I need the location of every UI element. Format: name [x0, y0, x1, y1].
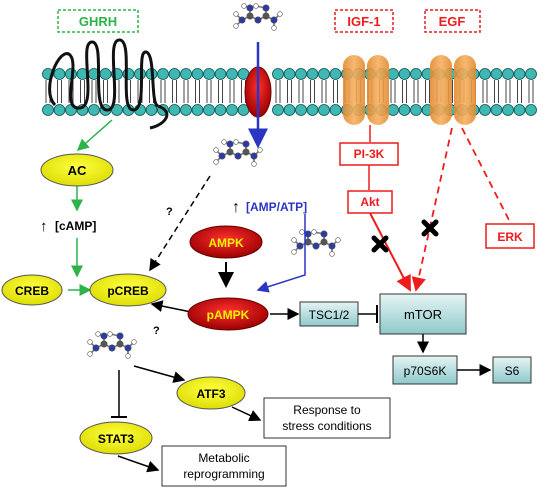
arrow-egf-mtor — [411, 127, 453, 292]
atf3-node: ATF3 — [176, 376, 246, 410]
stress-line-1: Response to — [293, 403, 361, 417]
stress-response-box: Response to stress conditions — [263, 397, 391, 439]
metabolic-line-1: Metabolic — [198, 451, 249, 465]
pampk-node: pAMPK — [187, 297, 269, 331]
mtor-node: mTOR — [379, 293, 467, 335]
stat3-label: STAT3 — [98, 432, 135, 446]
s6-label: S6 — [505, 364, 520, 378]
p70s6k-label: p70S6K — [404, 364, 447, 378]
arrow-metformin-pcreb — [149, 175, 211, 272]
arrow-ghrh-ac — [76, 119, 113, 151]
ghrh-label: GHRH — [79, 14, 117, 29]
metformin-molecule-icon — [213, 139, 263, 167]
creb-label: CREB — [15, 284, 49, 298]
s6-node: S6 — [492, 356, 532, 384]
tsc-node: TSC1/2 — [299, 301, 359, 327]
arrow-akt-mtor — [369, 212, 411, 292]
igf1-label: IGF-1 — [347, 14, 380, 29]
pcreb-label: pCREB — [107, 284, 149, 298]
ghrh-receptor-coil — [48, 38, 169, 130]
arrow-stat3-metabolic — [117, 455, 160, 473]
camp-label: [cAMP] — [55, 219, 96, 233]
amp-atp-label: [AMP/ATP] — [246, 200, 307, 214]
pampk-label: pAMPK — [207, 308, 250, 322]
erk-label: ERK — [497, 230, 523, 244]
akt-node: Akt — [347, 190, 393, 214]
blocked-x-icon — [421, 219, 439, 237]
creb-node: CREB — [1, 274, 63, 306]
erk-node: ERK — [485, 223, 535, 249]
arrow-ampatp-pampk — [256, 214, 306, 293]
ac-node: AC — [40, 153, 114, 187]
arrow-atf3-stress — [231, 406, 262, 422]
blocked-x-icon — [371, 235, 389, 253]
pi3k-node: PI-3K — [339, 142, 399, 166]
ampk-node: AMPK — [189, 225, 263, 259]
egf-receptor: EGF — [424, 9, 481, 125]
akt-label: Akt — [360, 195, 379, 209]
metformin-molecule-icon — [233, 3, 283, 31]
pi3k-label: PI-3K — [354, 147, 385, 161]
metabolic-line-2: reprogramming — [183, 467, 264, 481]
ac-label: AC — [68, 163, 87, 178]
arrow-metformin-atf3 — [133, 365, 186, 383]
question-mark-2: ? — [153, 325, 160, 337]
igf1-receptor: IGF-1 — [334, 9, 394, 125]
atf3-label: ATF3 — [196, 387, 225, 401]
line-egf-erk — [461, 127, 511, 223]
ghrh-label-box: GHRH — [57, 9, 139, 33]
tsc-label: TSC1/2 — [309, 308, 350, 322]
camp-up-arrow: ↑ — [40, 218, 48, 235]
egf-label: EGF — [439, 14, 466, 29]
question-mark-1: ? — [166, 206, 173, 218]
metformin-molecule-icon — [291, 229, 341, 257]
stress-line-2: stress conditions — [282, 419, 371, 433]
pcreb-node: pCREB — [89, 273, 167, 307]
stat3-node: STAT3 — [79, 421, 153, 455]
metformin-molecule-icon — [87, 331, 137, 359]
amp-atp-up-arrow: ↑ — [232, 199, 240, 216]
metabolic-box: Metabolic reprogramming — [161, 445, 287, 487]
mtor-label: mTOR — [404, 307, 442, 322]
ampk-label: AMPK — [208, 236, 244, 250]
p70s6k-node: p70S6K — [392, 355, 458, 385]
